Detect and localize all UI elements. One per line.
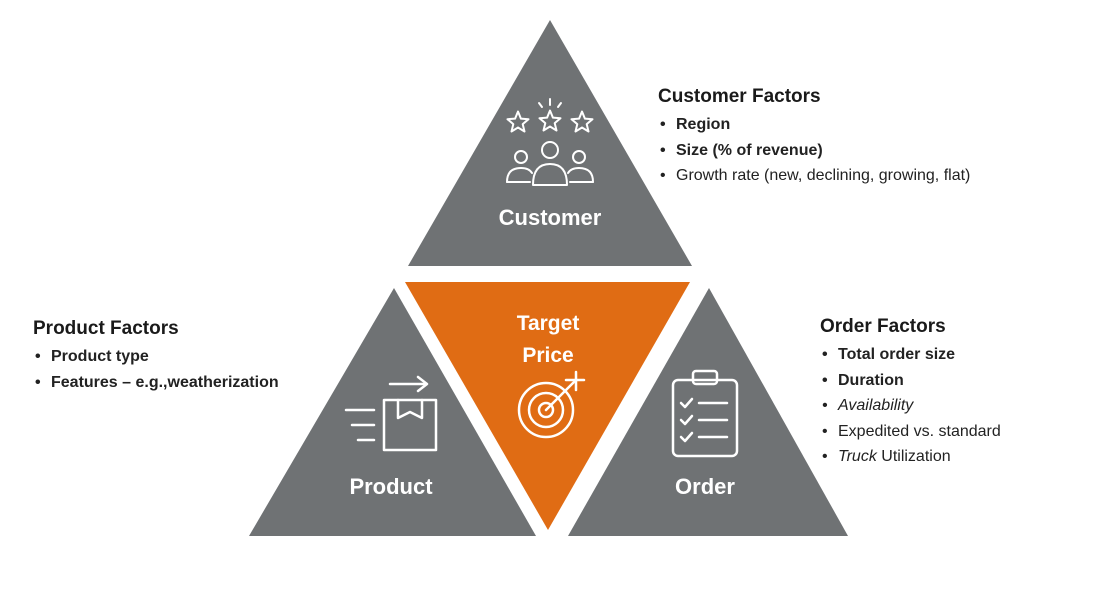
list-item: Expedited vs. standard (820, 419, 1001, 445)
product-factors-list: Product type Features – e.g.,weatherizat… (33, 344, 279, 395)
order-factors-panel: Order Factors Total order size Duration … (820, 316, 1001, 470)
list-item: Duration (820, 368, 1001, 394)
customer-factors-panel: Customer Factors Region Size (% of reven… (658, 86, 970, 189)
order-factors-title: Order Factors (820, 316, 946, 337)
product-factors-panel: Product Factors Product type Features – … (33, 318, 279, 395)
utilization-text: Utilization (876, 448, 951, 465)
order-segment (568, 288, 848, 536)
target-label-line2: Price (522, 344, 573, 367)
list-item: Features – e.g.,weatherization (33, 370, 279, 396)
product-factors-title: Product Factors (33, 318, 179, 339)
target-price-segment (405, 282, 690, 530)
product-label: Product (349, 474, 433, 499)
customer-group-with-stars-icon (506, 98, 594, 186)
customer-label: Customer (499, 205, 602, 230)
order-factors-list: Total order size Duration Availability E… (820, 342, 1001, 470)
truck-text: Truck (838, 448, 877, 465)
list-item: Growth rate (new, declining, growing, fl… (658, 163, 970, 189)
list-item: Availability (820, 393, 1001, 419)
clipboard-checklist-icon (671, 369, 739, 458)
shipping-box-icon (344, 375, 438, 452)
customer-factors-list: Region Size (% of revenue) Growth rate (… (658, 112, 970, 189)
product-segment (249, 288, 536, 536)
list-item: Product type (33, 344, 279, 370)
target-label-line1: Target (517, 312, 580, 335)
list-item: Truck Utilization (820, 444, 1001, 470)
list-item: Region (658, 112, 970, 138)
list-item: Total order size (820, 342, 1001, 368)
target-arrow-icon (517, 370, 586, 439)
list-item: Size (% of revenue) (658, 138, 970, 164)
customer-factors-title: Customer Factors (658, 86, 821, 107)
order-label: Order (675, 474, 735, 499)
